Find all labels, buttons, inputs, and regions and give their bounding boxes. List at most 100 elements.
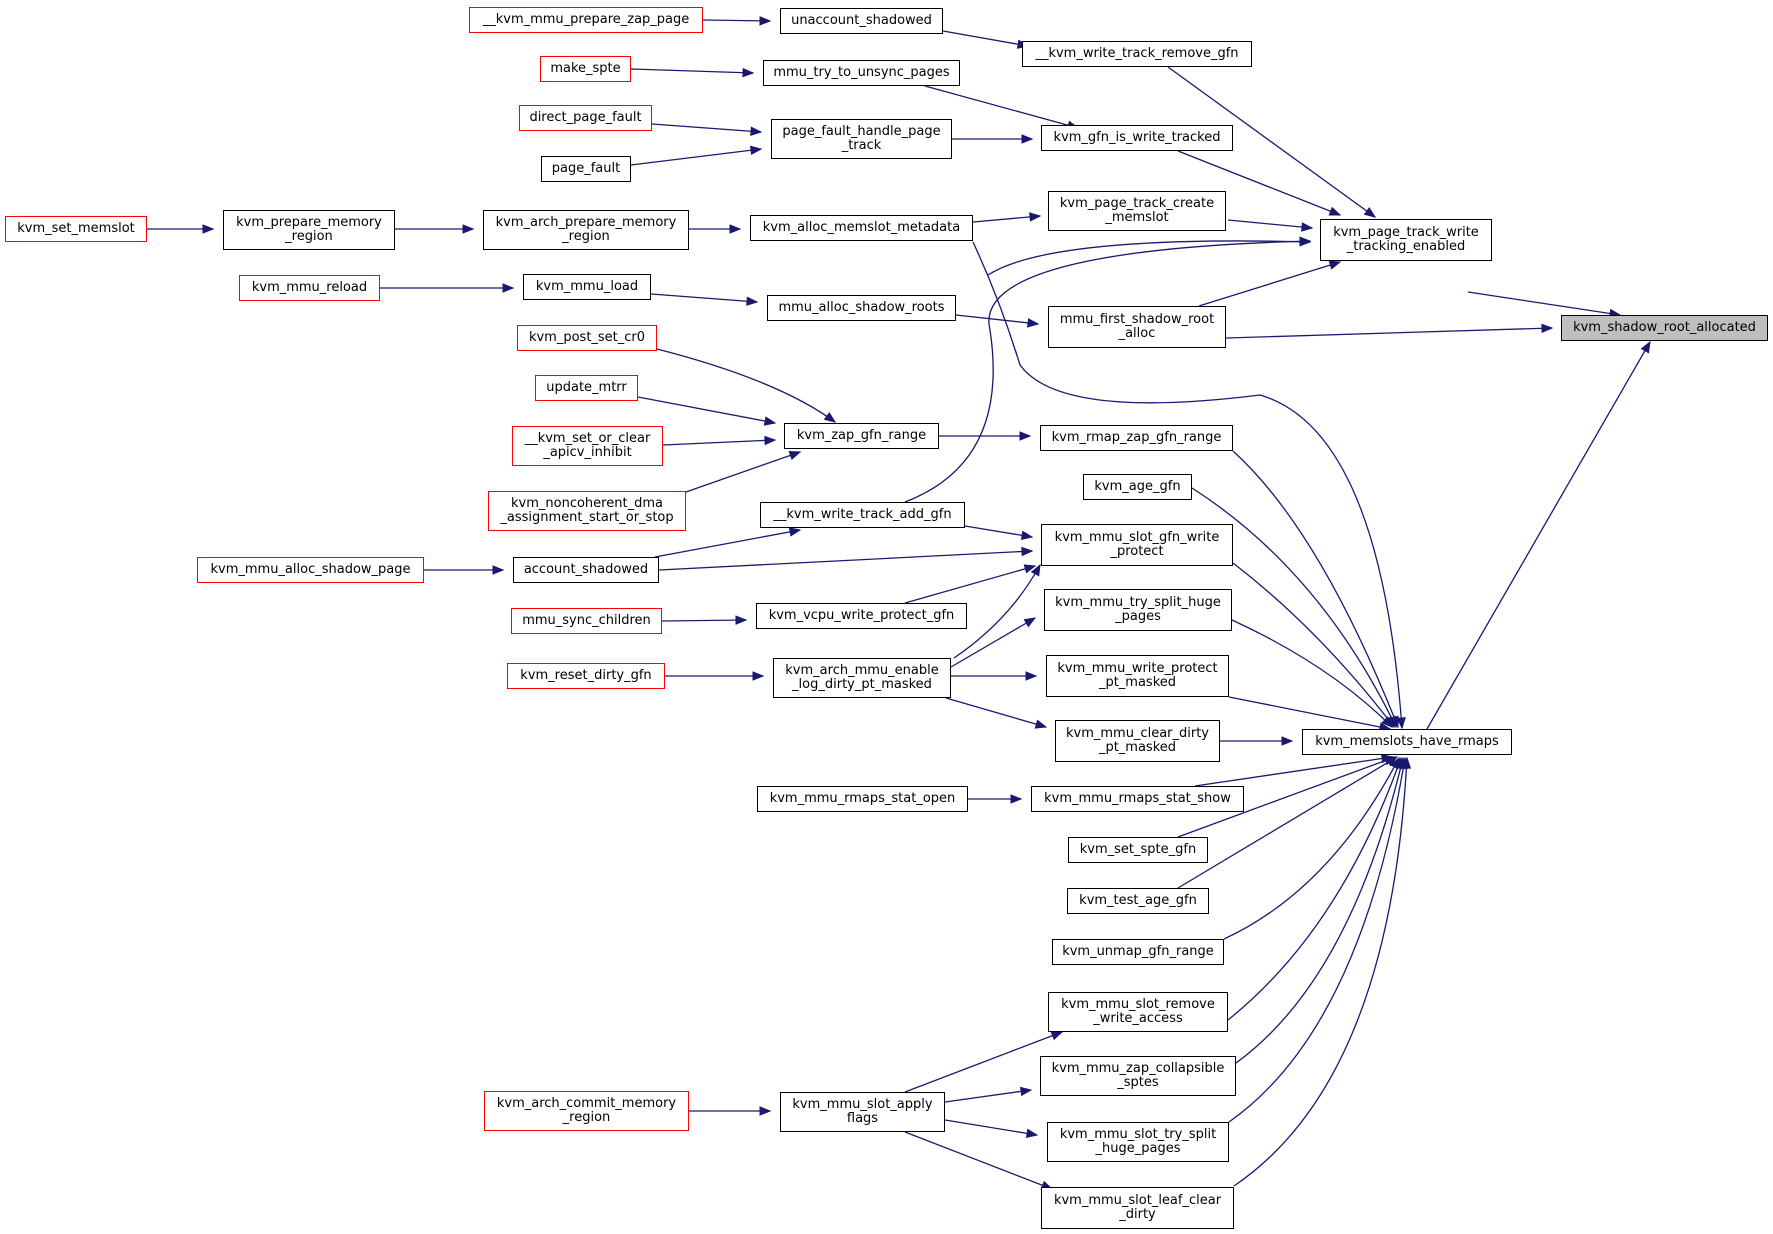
call-edge [1177,150,1341,216]
edge-arrowhead [1328,206,1342,216]
edge-arrowhead [729,224,742,234]
edge-arrowhead [1020,530,1034,540]
node-kvm-page-track-create-memslot[interactable]: kvm_page_track_create _memslot [1048,191,1226,231]
edge-arrowhead [788,451,802,460]
node-kvm-mmu-reload[interactable]: kvm_mmu_reload [239,275,380,301]
node-kvm-mmu-slot-remove-write-access[interactable]: kvm_mmu_slot_remove _write_access [1048,992,1228,1032]
edge-arrowhead [763,416,777,426]
edge-arrowhead [1023,617,1037,628]
call-edge [1235,757,1404,1064]
node-kvm-set-or-clear-apicv-inhibit[interactable]: __kvm_set_or_clear _apicv_inhibit [512,426,663,466]
call-edge [942,30,1029,47]
edge-arrowhead [492,565,505,575]
node-kvm-alloc-memslot-metadata[interactable]: kvm_alloc_memslot_metadata [750,215,973,241]
node-kvm-write-track-remove-gfn[interactable]: __kvm_write_track_remove_gfn [1022,41,1252,67]
call-edges [147,16,1651,1190]
call-edge [661,619,747,622]
node-kvm-set-memslot[interactable]: kvm_set_memslot [5,216,147,242]
call-edge [1233,757,1408,1187]
edge-arrowhead [1025,1128,1039,1138]
call-edge [1191,487,1397,728]
node-update-mtrr[interactable]: update_mtrr [535,375,638,401]
edge-arrowhead [1401,756,1412,769]
node-kvm-age-gfn[interactable]: kvm_age_gfn [1083,474,1192,500]
node-mmu-try-to-unsync-pages[interactable]: mmu_try_to_unsync_pages [763,60,960,86]
edge-arrowhead [752,671,765,681]
call-edge [1167,66,1376,218]
call-edge [950,617,1036,668]
edge-arrowhead [1034,719,1048,729]
node-mmu-alloc-shadow-roots[interactable]: mmu_alloc_shadow_roots [767,295,956,321]
node-kvm-rmap-zap-gfn-range[interactable]: kvm_rmap_zap_gfn_range [1040,425,1233,451]
node-kvm-test-age-gfn[interactable]: kvm_test_age_gfn [1067,888,1209,914]
node-mmu-sync-children[interactable]: mmu_sync_children [511,608,662,634]
edge-arrowhead [1019,1086,1033,1097]
edge-arrowhead [1381,716,1393,728]
call-edge [630,68,754,74]
node-page-fault[interactable]: page_fault [541,156,631,182]
edge-arrowhead [764,435,777,446]
node-kvm-post-set-cr0[interactable]: kvm_post_set_cr0 [517,325,657,351]
edge-arrowhead [1021,134,1034,144]
edge-arrowhead [1396,717,1406,730]
node-kvm-write-track-add-gfn[interactable]: __kvm_write_track_add_gfn [760,502,965,528]
node-kvm-reset-dirty-gfn[interactable]: kvm_reset_dirty_gfn [507,663,665,689]
node-kvm-mmu-slot-gfn-write-protect[interactable]: kvm_mmu_slot_gfn_write _protect [1041,524,1233,566]
node-kvm-arch-mmu-enable-log-dirty-pt-masked[interactable]: kvm_arch_mmu_enable _log_dirty_pt_masked [773,658,951,698]
node-kvm-mmu-alloc-shadow-page[interactable]: kvm_mmu_alloc_shadow_page [197,557,424,583]
node-kvm-mmu-rmaps-stat-show[interactable]: kvm_mmu_rmaps_stat_show [1031,786,1244,812]
edge-arrowhead [1640,340,1651,354]
call-edge [972,241,1403,729]
node-kvm-prepare-memory-region[interactable]: kvm_prepare_memory _region [223,210,395,250]
node-kvm-mmu-zap-collapsible-sptes[interactable]: kvm_mmu_zap_collapsible _sptes [1040,1056,1236,1096]
edge-arrowhead [1281,736,1294,746]
node-kvm-arch-commit-memory-region[interactable]: kvm_arch_commit_memory _region [484,1091,689,1131]
call-edge [924,85,1079,129]
node-kvm-set-spte-gfn[interactable]: kvm_set_spte_gfn [1068,837,1208,863]
call-edge [630,148,762,166]
node-kvm-gfn-is-write-tracked[interactable]: kvm_gfn_is_write_tracked [1041,125,1233,151]
call-edge [1194,756,1393,787]
call-edge [945,697,1047,728]
node-kvm-vcpu-write-protect-gfn[interactable]: kvm_vcpu_write_protect_gfn [756,603,967,629]
edge-arrowhead [1050,1031,1064,1041]
node-kvm-mmu-prepare-zap-page[interactable]: __kvm_mmu_prepare_zap_page [469,7,703,33]
node-direct-page-fault[interactable]: direct_page_fault [519,105,652,131]
node-kvm-arch-prepare-memory-region[interactable]: kvm_arch_prepare_memory _region [483,210,689,250]
node-kvm-mmu-slot-apply-flags[interactable]: kvm_mmu_slot_apply flags [780,1092,945,1132]
node-page-fault-handle-page-track[interactable]: page_fault_handle_page _track [771,119,952,159]
call-edge [953,564,1041,659]
call-edge [1177,756,1396,838]
node-kvm-mmu-clear-dirty-pt-masked[interactable]: kvm_mmu_clear_dirty _pt_masked [1055,720,1220,762]
call-edge [1227,219,1313,229]
edge-arrowhead [1027,318,1040,328]
call-edge [904,565,1036,604]
call-edge [1467,291,1621,316]
call-edge [904,1031,1063,1093]
call-edge [1227,757,1402,1021]
call-edge [656,348,836,423]
node-account-shadowed[interactable]: account_shadowed [513,557,659,583]
node-kvm-page-track-write-tracking-enabled[interactable]: kvm_page_track_write _tracking_enabled [1320,219,1492,261]
edge-arrowhead [1025,671,1038,681]
call-edge [650,293,758,303]
edge-arrowhead [1010,794,1023,804]
node-kvm-mmu-try-split-huge-pages[interactable]: kvm_mmu_try_split_huge _pages [1044,589,1232,631]
call-edge [1411,341,1651,756]
call-edge [972,215,1041,223]
node-kvm-unmap-gfn-range[interactable]: kvm_unmap_gfn_range [1052,939,1224,965]
call-edge [964,525,1033,538]
node-kvm-mmu-slot-try-split-huge-pages[interactable]: kvm_mmu_slot_try_split _huge_pages [1047,1122,1229,1162]
node-kvm-zap-gfn-range[interactable]: kvm_zap_gfn_range [784,423,939,449]
node-kvm-mmu-rmaps-stat-open[interactable]: kvm_mmu_rmaps_stat_open [757,786,968,812]
node-kvm-mmu-slot-leaf-clear-dirty[interactable]: kvm_mmu_slot_leaf_clear _dirty [1041,1187,1234,1229]
node-kvm-memslots-have-rmaps[interactable]: kvm_memslots_have_rmaps [1302,729,1512,755]
node-unaccount-shadowed[interactable]: unaccount_shadowed [780,8,943,34]
node-kvm-mmu-load[interactable]: kvm_mmu_load [523,274,651,300]
edge-arrowhead [1385,756,1399,767]
node-kvm-noncoherent-dma-assignment[interactable]: kvm_noncoherent_dma _assignment_start_or… [488,491,686,531]
call-edge [658,550,1033,571]
node-mmu-first-shadow-root-alloc[interactable]: mmu_first_shadow_root _alloc [1048,306,1226,348]
node-kvm-mmu-write-protect-pt-masked[interactable]: kvm_mmu_write_protect _pt_masked [1046,655,1229,697]
node-make-spte[interactable]: make_spte [540,56,631,82]
